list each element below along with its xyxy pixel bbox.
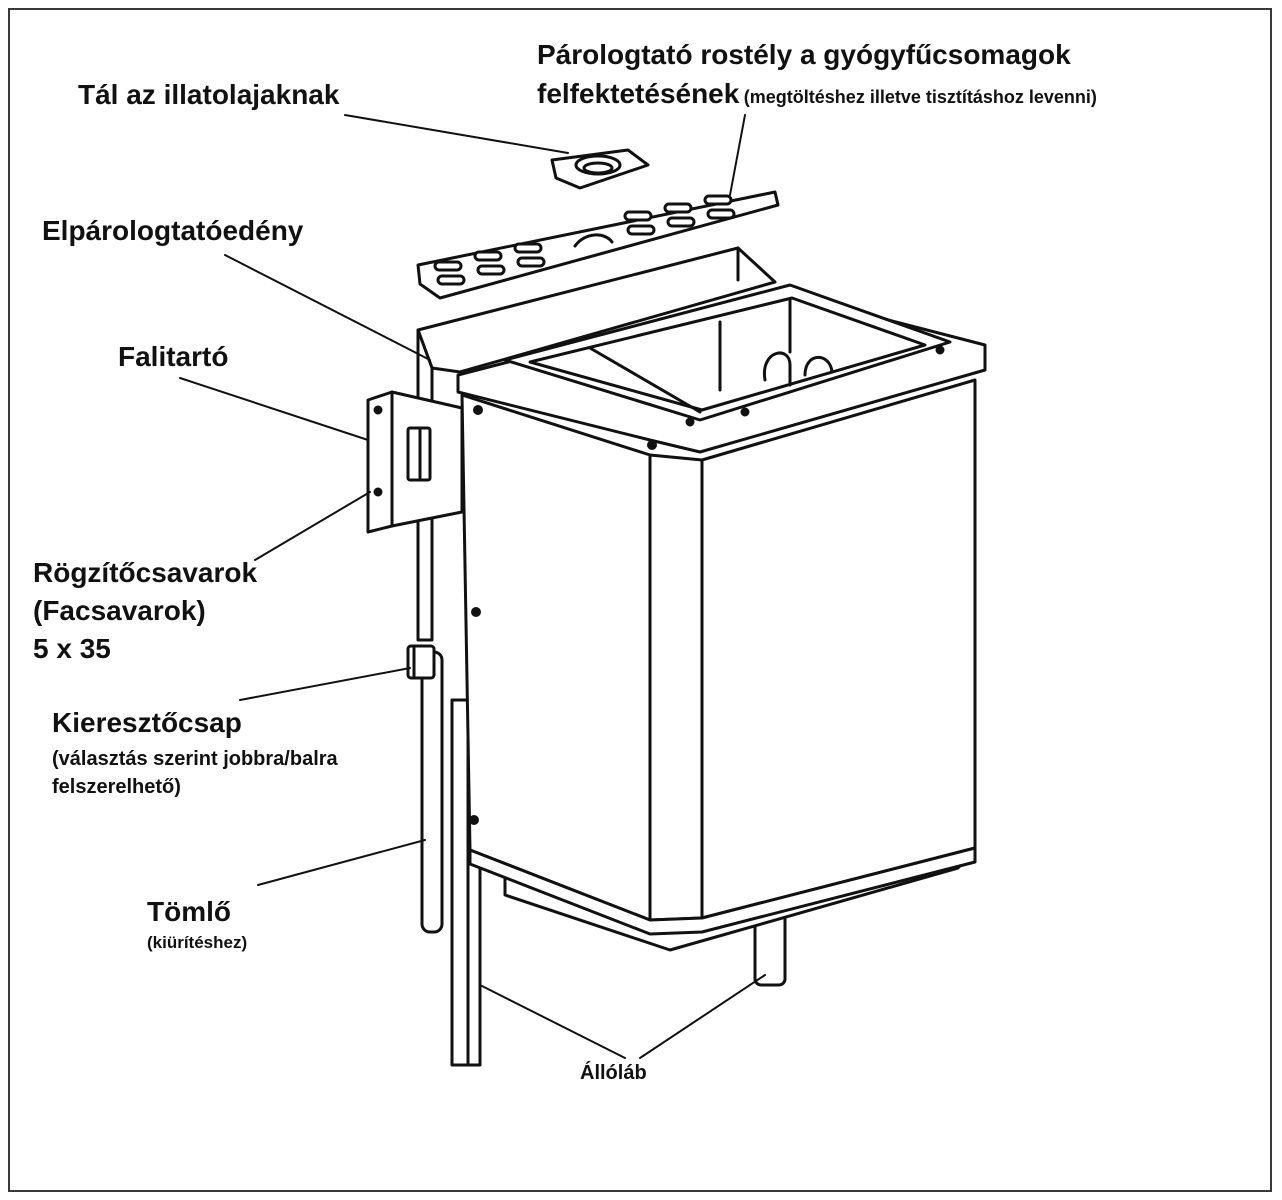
heater-body — [456, 283, 987, 936]
drain-tap-shape — [406, 644, 436, 680]
label-screws-line3: 5 x 35 — [33, 633, 111, 664]
leader-evaporator — [224, 254, 431, 361]
wall-bracket-shape — [366, 390, 464, 534]
label-drain-note-line2: felszerelhető) — [52, 776, 181, 798]
label-oil-bowl: Tál az illatolajaknak — [78, 79, 340, 110]
leader-oil-bowl — [344, 114, 569, 154]
leader-wall-bracket — [179, 377, 369, 441]
label-drain-note-line1: (választás szerint jobbra/balra — [52, 748, 338, 770]
leader-drain-tap — [239, 667, 411, 701]
oil-bowl-shape — [550, 148, 650, 190]
leader-leg-left — [479, 984, 626, 1059]
label-herb-grate-line1: Párologtató rostély a gyógyfűcsomagok — [537, 39, 1071, 70]
label-wall-bracket: Falitartó — [118, 341, 229, 372]
leader-leg-right — [639, 974, 766, 1059]
label-hose-note: (kiürítéshez) — [147, 933, 248, 952]
label-herb-grate-note: (megtöltéshez illetve tisztításhoz leven… — [743, 87, 1097, 107]
label-screws-line2: (Facsavarok) — [33, 595, 206, 626]
leader-herb-grate — [729, 114, 746, 196]
label-herb-grate-line2-group: felfektetésének (megtöltéshez illetve ti… — [537, 78, 1097, 110]
label-legs: Állóláb — [580, 1062, 647, 1084]
label-drain-tap: Kieresztőcsap — [52, 707, 242, 738]
leader-screws — [254, 491, 371, 561]
herb-grate-shape — [416, 190, 780, 300]
label-hose: Tömlő — [147, 896, 231, 927]
label-evaporator: Elpárologtatóedény — [42, 215, 304, 246]
label-screws-line1: Rögzítőcsavarok — [33, 557, 258, 588]
leader-hose — [257, 839, 426, 886]
label-herb-grate-line2: felfektetésének — [537, 78, 740, 109]
hose-shape — [420, 650, 444, 934]
